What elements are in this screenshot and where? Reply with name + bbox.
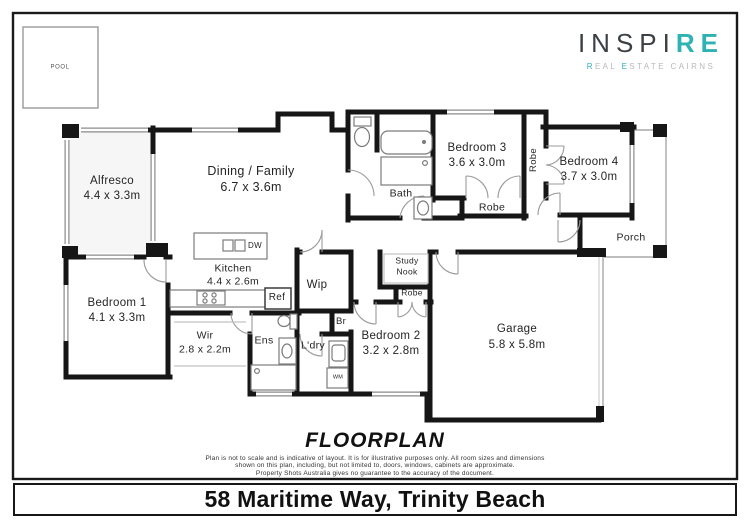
room-porch-name: Porch — [616, 231, 646, 244]
washing-machine-label: WM — [332, 374, 344, 381]
pool-label: POOL — [50, 64, 70, 71]
alfresco-floor — [68, 131, 153, 253]
disclaimer-line1: Plan is not to scale and is indicative o… — [205, 455, 545, 462]
room-bedroom3-name: Bedroom 3 — [447, 141, 507, 154]
disclaimer-line2: shown on this plan, including, but not l… — [235, 462, 515, 470]
robe-bed3-label: Robe — [478, 201, 506, 214]
room-bedroom3-dims: 3.6 x 3.0m — [448, 156, 506, 169]
room-wip-name: Wip — [306, 278, 328, 291]
study-nook-line1: Study — [395, 255, 419, 266]
address-text: 58 Maritime Way, Trinity Beach — [204, 486, 546, 512]
room-alfresco-name: Alfresco — [90, 174, 134, 187]
tagline-e: E — [621, 62, 630, 71]
tagline-rest: STATE CAIRNS — [629, 62, 716, 71]
room-dining-dims: 6.7 x 3.6m — [220, 180, 282, 195]
fridge-label: Ref — [268, 291, 286, 303]
logo-wordmark: INSPIRE — [578, 28, 724, 59]
room-garage-dims: 5.8 x 5.8m — [488, 338, 546, 351]
room-ens-name: Ens — [254, 334, 274, 347]
logo-tagline: REAL ESTATE CAIRNS — [578, 62, 724, 71]
disclaimer-text: Plan is not to scale and is indicative o… — [205, 455, 544, 477]
room-bedroom1-dims: 4.1 x 3.3m — [88, 311, 146, 324]
porch-outline — [598, 129, 667, 407]
room-br-name: Br — [335, 316, 347, 328]
study-nook-line2: Nook — [396, 266, 418, 277]
dishwasher-label: DW — [248, 241, 262, 250]
address-bar: 58 Maritime Way, Trinity Beach — [13, 483, 737, 516]
logo-accent: RE — [675, 28, 724, 58]
room-laundry-name: L'dry — [301, 339, 325, 352]
floorplan-title: FLOORPLAN — [305, 429, 445, 452]
room-bedroom2-dims: 3.2 x 2.8m — [362, 344, 420, 357]
fixtures — [169, 116, 433, 391]
room-wir-name: Wir — [196, 329, 214, 342]
room-garage-name: Garage — [496, 322, 538, 335]
room-bath-name: Bath — [389, 187, 413, 200]
room-dining-name: Dining / Family — [207, 164, 295, 179]
room-alfresco-dims: 4.4 x 3.3m — [83, 189, 141, 202]
door-swings — [143, 145, 581, 357]
agency-logo: INSPIRE REAL ESTATE CAIRNS — [578, 28, 724, 71]
disclaimer-line3: Property Shots Australia gives no guaran… — [255, 469, 495, 477]
logo-primary: INSPI — [577, 28, 676, 58]
room-wir-dims: 2.8 x 2.2m — [178, 343, 232, 356]
room-kitchen-dims: 4.4 x 2.6m — [206, 275, 260, 288]
room-kitchen-name: Kitchen — [214, 262, 252, 275]
wall-posts — [62, 122, 667, 422]
room-bedroom4-dims: 3.7 x 3.0m — [560, 170, 618, 183]
room-bedroom1-name: Bedroom 1 — [87, 296, 147, 309]
room-bedroom4-name: Bedroom 4 — [559, 155, 619, 168]
room-bedroom2-name: Bedroom 2 — [361, 329, 421, 342]
robe-hall-label: Robe — [401, 287, 423, 298]
robe-vertical-label: Robe — [528, 148, 540, 172]
pool-outline — [22, 26, 99, 109]
windows — [63, 109, 635, 397]
tagline-r: R — [586, 62, 595, 71]
tagline-eal: EAL — [594, 62, 622, 71]
